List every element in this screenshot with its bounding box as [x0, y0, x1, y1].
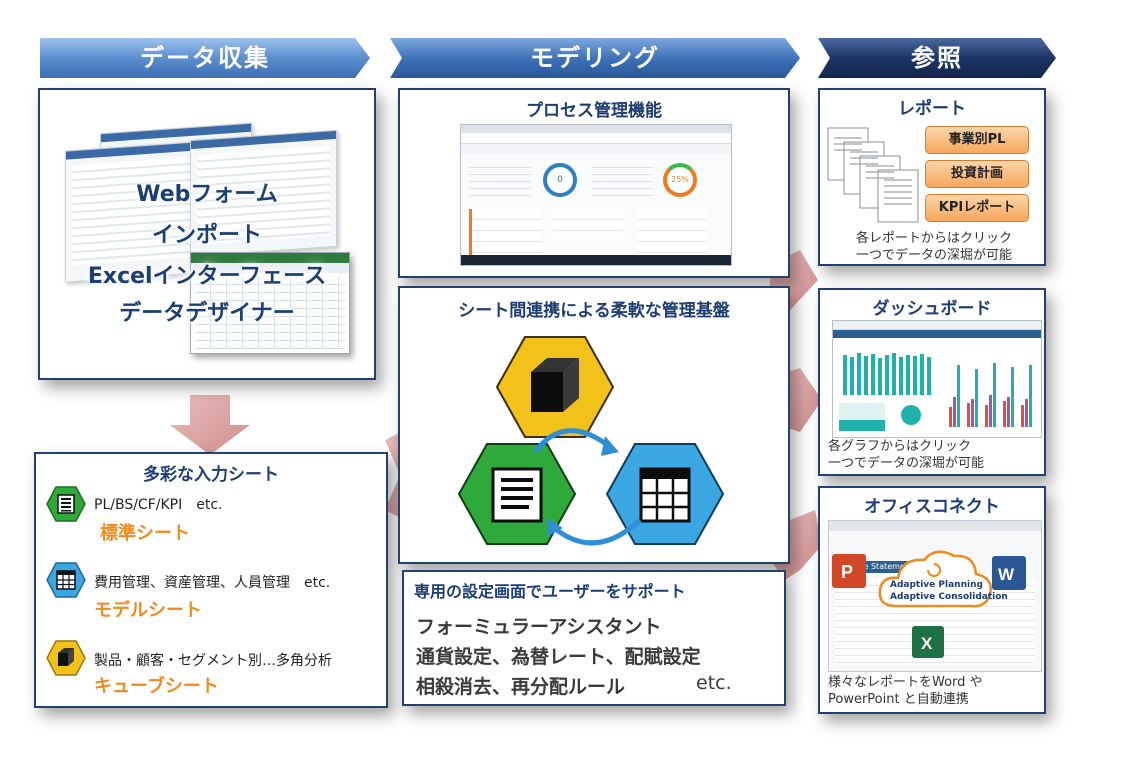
cloud-icon — [878, 550, 992, 608]
support-line-currency: 通貨設定、為替レート、配賦設定 — [416, 646, 701, 668]
dashboard-caption: 各グラフからはクリック 一つでデータの深堀が可能 — [828, 438, 1040, 472]
documents-icon — [827, 127, 919, 223]
excel-icon: X — [912, 626, 944, 658]
dashboard-caption-line-2: 一つでデータの深堀が可能 — [828, 456, 985, 471]
dashboard-donut — [901, 405, 921, 425]
report-panel: レポート 事業別PL 投資計画 KPIレポート 各レポートからはクリック 一つで… — [818, 88, 1046, 266]
process-panel: プロセス管理機能 0 25% — [398, 88, 790, 278]
collect-line-excel: Excelインターフェース — [87, 264, 327, 289]
model-sheet-name: モデルシート — [94, 600, 202, 621]
cube-sheet-desc: 製品・顧客・セグメント別…多角分析 — [94, 653, 332, 669]
input-sheets-title: 多彩な入力シート — [143, 465, 279, 485]
excel-window-screenshot — [190, 252, 350, 354]
process-title: プロセス管理機能 — [526, 101, 662, 121]
standard-sheet-desc: PL/BS/CF/KPI etc. — [94, 497, 223, 513]
dashboard-screenshot — [832, 320, 1042, 438]
dashboard-area-chart — [839, 403, 885, 431]
cloud-line-consolidation: Adaptive Consolidation — [890, 592, 1008, 602]
report-button-investment[interactable]: 投資計画 — [925, 160, 1029, 188]
standard-sheet-name: 標準シート — [100, 523, 190, 544]
input-sheets-panel: 多彩な入力シート PL/BS/CF/KPI etc. 標準シート 費用管理、資産… — [34, 452, 388, 708]
report-caption-line-2: 一つでデータの深堀が可能 — [855, 248, 1012, 263]
collect-line-designer: データデザイナー — [119, 301, 295, 326]
svg-text:P: P — [841, 562, 853, 582]
collect-line-web-form: Webフォーム — [136, 182, 278, 207]
stage-collect: データ収集 — [40, 38, 370, 82]
report-button-pl[interactable]: 事業別PL — [925, 126, 1029, 154]
list-sheet-icon — [46, 486, 86, 522]
dashboard-panel: ダッシュボード — [818, 288, 1046, 476]
sheet-link-diagram — [457, 336, 725, 546]
cube-sheet-name: キューブシート — [94, 676, 219, 697]
support-line-elimination: 相殺消去、再分配ルール — [416, 676, 626, 698]
report-button-kpi[interactable]: KPIレポート — [925, 194, 1029, 222]
stage-reference-label: 参照 — [911, 44, 963, 72]
stage-reference: 参照 — [818, 38, 1056, 82]
dashboard-title: ダッシュボード — [872, 299, 992, 319]
office-caption-line-2: PowerPoint と自動連携 — [828, 692, 969, 707]
process-screenshot: 0 25% — [460, 124, 732, 266]
cube-icon — [46, 640, 86, 676]
stage-modeling-label: モデリング — [530, 44, 660, 72]
process-gauge-left: 0 — [543, 163, 577, 197]
word-icon: W — [992, 556, 1026, 590]
office-connect-panel: オフィスコネクト Income Statement P W X Adaptive… — [818, 486, 1046, 714]
powerpoint-icon: P — [832, 554, 866, 588]
model-sheet-desc: 費用管理、資産管理、人員管理 etc. — [94, 575, 331, 591]
support-title: 専用の設定画面でユーザーをサポート — [414, 582, 686, 601]
svg-text:W: W — [998, 565, 1015, 584]
support-line-formula: フォーミュラーアシスタント — [416, 616, 662, 638]
cloud-line-planning: Adaptive Planning — [890, 580, 983, 590]
report-caption: 各レポートからはクリック 一つでデータの深堀が可能 — [828, 230, 1040, 264]
support-etc: etc. — [696, 672, 732, 694]
collect-panel: Webフォーム インポート Excelインターフェース データデザイナー — [38, 88, 376, 380]
dashboard-bar-chart-left — [839, 345, 935, 395]
grid-sheet-icon — [46, 562, 86, 598]
stage-modeling: モデリング — [390, 38, 800, 82]
stage-collect-label: データ収集 — [140, 44, 270, 72]
office-title: オフィスコネクト — [864, 497, 1000, 517]
sheet-link-title: シート間連携による柔軟な管理基盤 — [458, 301, 730, 321]
support-panel: 専用の設定画面でユーザーをサポート フォーミュラーアシスタント 通貨設定、為替レ… — [402, 570, 786, 706]
sheet-link-panel: シート間連携による柔軟な管理基盤 — [398, 286, 790, 564]
collect-line-import: インポート — [151, 223, 262, 248]
report-caption-line-1: 各レポートからはクリック — [855, 231, 1012, 246]
svg-text:X: X — [921, 634, 933, 653]
office-caption-line-1: 様々なレポートをWord や — [828, 675, 983, 690]
dashboard-bar-chart-right — [945, 351, 1037, 427]
report-title: レポート — [898, 99, 966, 119]
dashboard-caption-line-1: 各グラフからはクリック — [828, 439, 972, 454]
process-gauge-right: 25% — [663, 163, 697, 197]
office-caption: 様々なレポートをWord や PowerPoint と自動連携 — [828, 674, 1040, 708]
